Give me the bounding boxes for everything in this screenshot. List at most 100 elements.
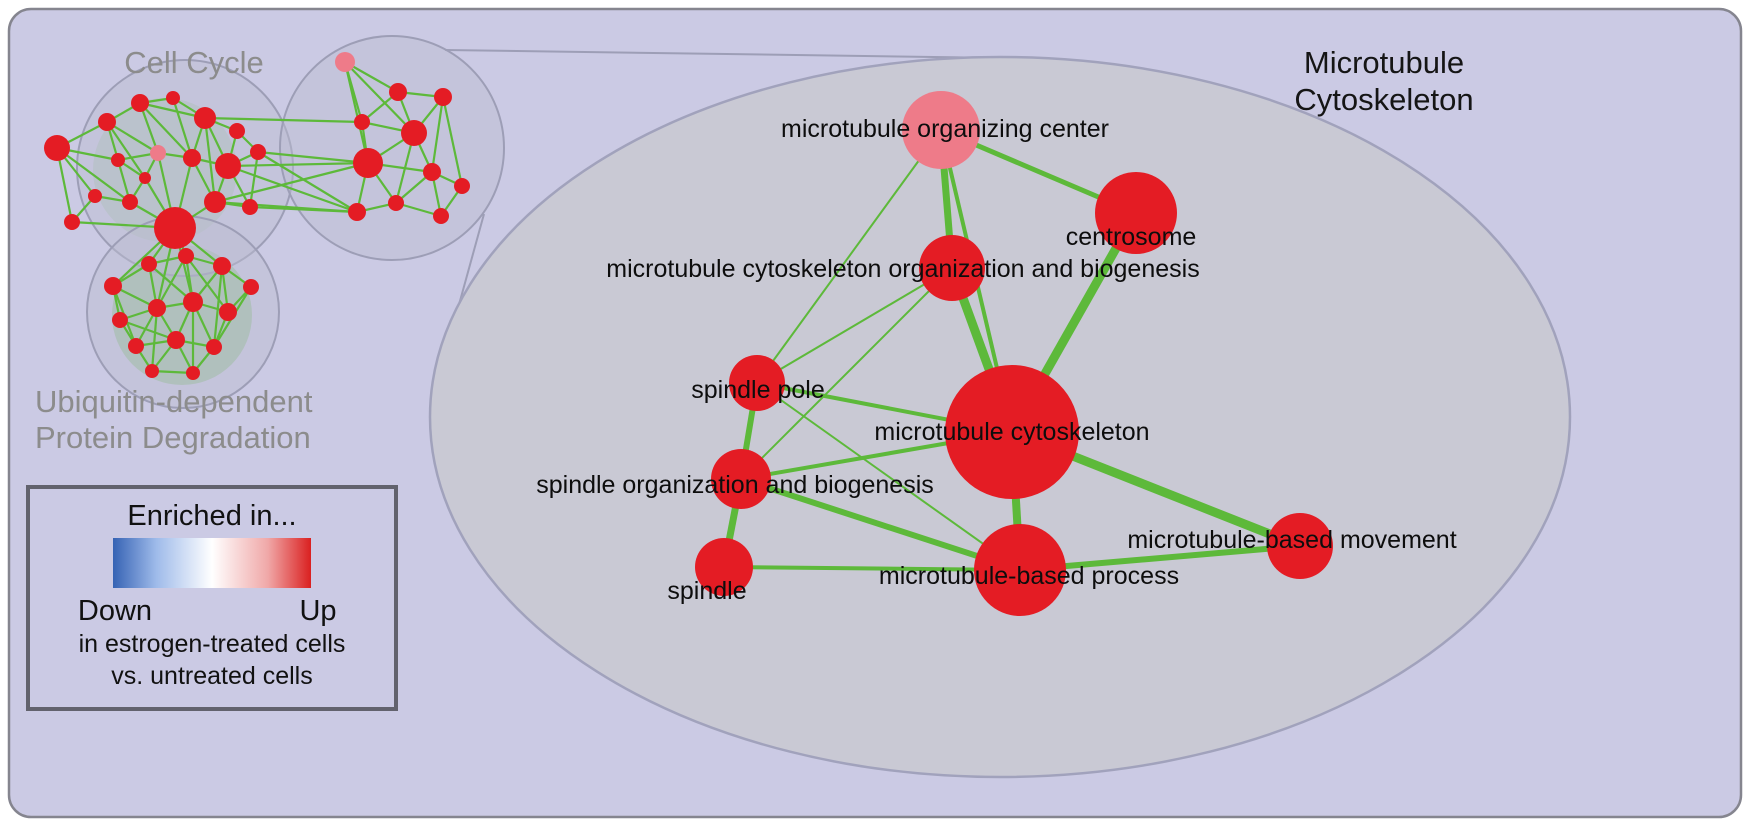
- overview-edge: [343, 61, 370, 164]
- node-label-mcob: microtubule cytoskeleton organization an…: [606, 255, 1199, 283]
- legend-subtitle-line2: vs. untreated cells: [111, 662, 313, 690]
- overview-node: [139, 172, 151, 184]
- overview-edge: [139, 101, 206, 120]
- overview-edge: [212, 265, 224, 348]
- overview-edge: [214, 161, 369, 204]
- overview-edge: [257, 151, 358, 213]
- overview-edge: [203, 117, 217, 203]
- overview-node: [242, 199, 258, 215]
- overview-edge: [249, 205, 358, 214]
- overview-edge: [441, 96, 464, 187]
- node-label-mt_cyto: microtubule cytoskeleton: [874, 418, 1149, 446]
- legend-title: Enriched in...: [127, 500, 296, 532]
- legend-subtitle-line1: in estrogen-treated cells: [79, 630, 346, 658]
- overview-node: [150, 145, 166, 161]
- node-spindle_pole: [729, 355, 785, 411]
- legend-up-label: Up: [299, 595, 336, 627]
- overview-node: [389, 83, 407, 101]
- overview-node: [206, 339, 222, 355]
- overview-node: [229, 123, 245, 139]
- overview-node: [183, 292, 203, 312]
- overview-node: [243, 279, 259, 295]
- overview-node: [145, 364, 159, 378]
- overview-node: [335, 52, 355, 72]
- overview-node: [219, 303, 237, 321]
- overview-edge: [344, 61, 399, 93]
- node-mt_cyto: [945, 365, 1079, 499]
- overview-node: [167, 331, 185, 349]
- overview-edge: [150, 307, 159, 372]
- overview-edge: [344, 61, 415, 134]
- overview-edge: [156, 255, 187, 309]
- overview-node: [213, 257, 231, 275]
- detail-edge-moc-spindle_pole: [756, 129, 942, 384]
- detail-edge-spindle_org-mb_process: [740, 476, 1021, 573]
- overview-node: [104, 277, 122, 295]
- detail-edge-mb_process-mb_movement: [1019, 543, 1301, 573]
- cluster-circle-cell-cycle: [76, 59, 294, 277]
- overview-node: [194, 107, 216, 129]
- magnified-network: microtubule organizing center centrosome m…: [536, 91, 1457, 616]
- detail-edge-mcob-spindle_pole: [756, 267, 953, 384]
- node-moc: [902, 91, 980, 169]
- legend: Enriched in... Down Up in estrogen-treat…: [26, 485, 398, 711]
- overview-node: [178, 248, 194, 264]
- overview-node: [454, 178, 470, 194]
- node-label-spindle: spindle: [667, 577, 746, 605]
- overview-node: [434, 88, 452, 106]
- legend-gradient-bar: [113, 538, 311, 588]
- overview-edge: [106, 121, 159, 154]
- overview-node: [64, 214, 80, 230]
- overview-edge: [227, 164, 358, 214]
- node-label-mb_process: microtubule-based process: [879, 562, 1179, 590]
- microtubule-cluster-title-line1: Microtubule: [1304, 45, 1464, 80]
- overview-edge: [204, 116, 363, 124]
- overview-node: [354, 114, 370, 130]
- node-label-moc: microtubule organizing center: [781, 115, 1109, 143]
- overview-node: [44, 135, 70, 161]
- overview-node: [401, 120, 427, 146]
- overview-node: [154, 207, 196, 249]
- overview-node: [433, 208, 449, 224]
- legend-down-label: Down: [78, 595, 152, 627]
- overview-network: [44, 35, 505, 409]
- detail-edge-spindle-mb_process: [723, 565, 1021, 572]
- ubiquitin-cluster-label-line1: Ubiquitin-dependent: [35, 384, 313, 419]
- overview-node: [111, 153, 125, 167]
- node-centrosome: [1095, 172, 1177, 254]
- overview-node: [183, 149, 201, 167]
- magnifier-cone-line-top: [444, 49, 1006, 59]
- overview-node: [131, 94, 149, 112]
- node-mb_movement: [1267, 513, 1333, 579]
- overview-node: [353, 148, 383, 178]
- overview-edge: [257, 150, 369, 165]
- overview-node: [215, 153, 241, 179]
- overview-node: [128, 338, 144, 354]
- overview-node: [348, 203, 366, 221]
- node-label-spindle_pole: spindle pole: [691, 376, 824, 404]
- overview-node: [148, 299, 166, 317]
- overview-edge: [248, 151, 260, 208]
- node-label-mb_movement: microtubule-based movement: [1127, 526, 1456, 554]
- node-label-centrosome: centrosome: [1066, 223, 1197, 251]
- overview-edge: [430, 96, 445, 173]
- detail-edge-spindle_pole-mb_process: [756, 382, 1021, 571]
- node-spindle: [695, 538, 753, 596]
- node-mcob: [919, 235, 985, 301]
- overview-node: [88, 189, 102, 203]
- node-mb_process: [974, 524, 1066, 616]
- node-label-spindle_org: spindle organization and biogenesis: [536, 471, 934, 499]
- overview-edge: [139, 102, 193, 159]
- overview-node: [204, 191, 226, 213]
- node-spindle_org: [711, 449, 771, 509]
- overview-edge: [56, 147, 131, 203]
- overview-edge: [171, 97, 194, 159]
- overview-node: [166, 91, 180, 105]
- overview-node: [141, 256, 157, 272]
- microtubule-cluster-title-line2: Cytoskeleton: [1294, 82, 1473, 117]
- overview-node: [250, 144, 266, 160]
- overview-node: [98, 113, 116, 131]
- ubiquitin-cluster-label-line2: Protein Degradation: [35, 420, 311, 455]
